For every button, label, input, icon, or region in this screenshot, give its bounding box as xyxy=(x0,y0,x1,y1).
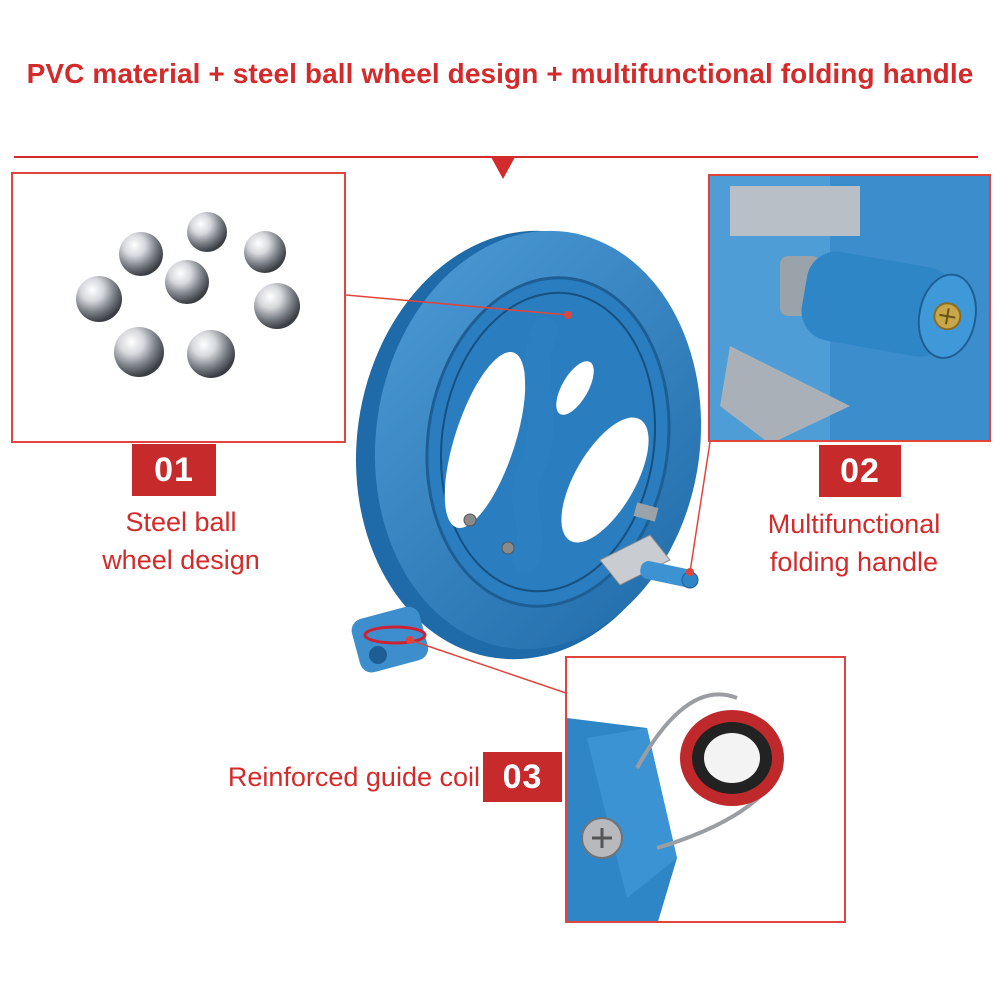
feature-caption-02: Multifunctional folding handle xyxy=(730,505,978,581)
feature-caption-02-line2: folding handle xyxy=(769,547,939,577)
feature-number-03: 03 xyxy=(483,752,562,802)
feature-caption-01: Steel ball wheel design xyxy=(66,503,296,579)
detail-panel-steel-balls xyxy=(11,172,346,443)
feature-number-01: 01 xyxy=(132,444,216,496)
feature-number-02: 02 xyxy=(819,445,901,497)
reel-guide-coil xyxy=(351,606,429,673)
feature-caption-03: Reinforced guide coil xyxy=(227,762,480,792)
feature-caption-02-line1: Multifunctional xyxy=(767,509,941,539)
folding-handle-image xyxy=(710,176,989,440)
feature-caption-01-line1: Steel ball xyxy=(125,507,237,537)
connector-lines xyxy=(345,294,711,694)
detail-panel-folding-handle xyxy=(708,174,991,442)
guide-coil-image xyxy=(567,658,844,921)
reel-wheel xyxy=(355,230,702,660)
divider-pointer xyxy=(491,157,515,179)
headline: PVC material + steel ball wheel design +… xyxy=(26,58,974,89)
feature-caption-01-line2: wheel design xyxy=(102,545,260,575)
steel-balls-image xyxy=(76,212,300,378)
detail-panel-guide-coil xyxy=(565,656,846,923)
